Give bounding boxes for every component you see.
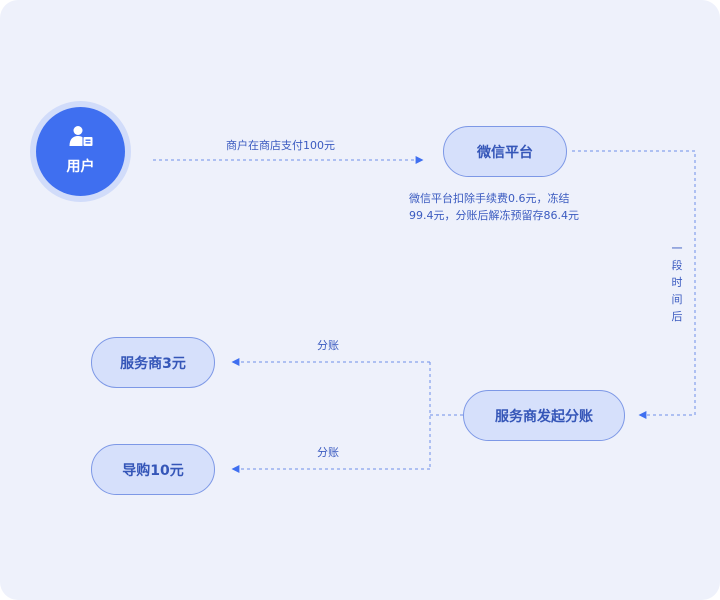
guide-share-node: 导购10元 <box>91 444 215 495</box>
user-node: 用户 <box>36 107 125 196</box>
edge-label-fee-line1: 微信平台扣除手续费0.6元，冻结 <box>409 192 570 205</box>
wechat-platform-node: 微信平台 <box>443 126 567 177</box>
provider-action-label: 服务商发起分账 <box>495 408 593 425</box>
provider-share-label: 服务商3元 <box>120 355 186 372</box>
user-node-label: 用户 <box>66 159 95 175</box>
guide-share-label: 导购10元 <box>122 462 184 479</box>
provider-share-node: 服务商3元 <box>91 337 215 388</box>
provider-action-node: 服务商发起分账 <box>463 390 625 441</box>
edge-label-share-guide: 分账 <box>317 446 339 459</box>
edge-wechat-to-provider <box>572 150 696 419</box>
edge-label-payment: 商户在商店支付100元 <box>226 139 335 152</box>
edge-label-after-time: 一段时间后 <box>671 242 683 323</box>
user-card-icon <box>69 126 93 146</box>
wechat-platform-label: 微信平台 <box>477 144 533 161</box>
edge-label-fee-line2: 99.4元，分账后解冻预留存86.4元 <box>409 209 579 222</box>
edge-label-share-provider: 分账 <box>317 339 339 352</box>
